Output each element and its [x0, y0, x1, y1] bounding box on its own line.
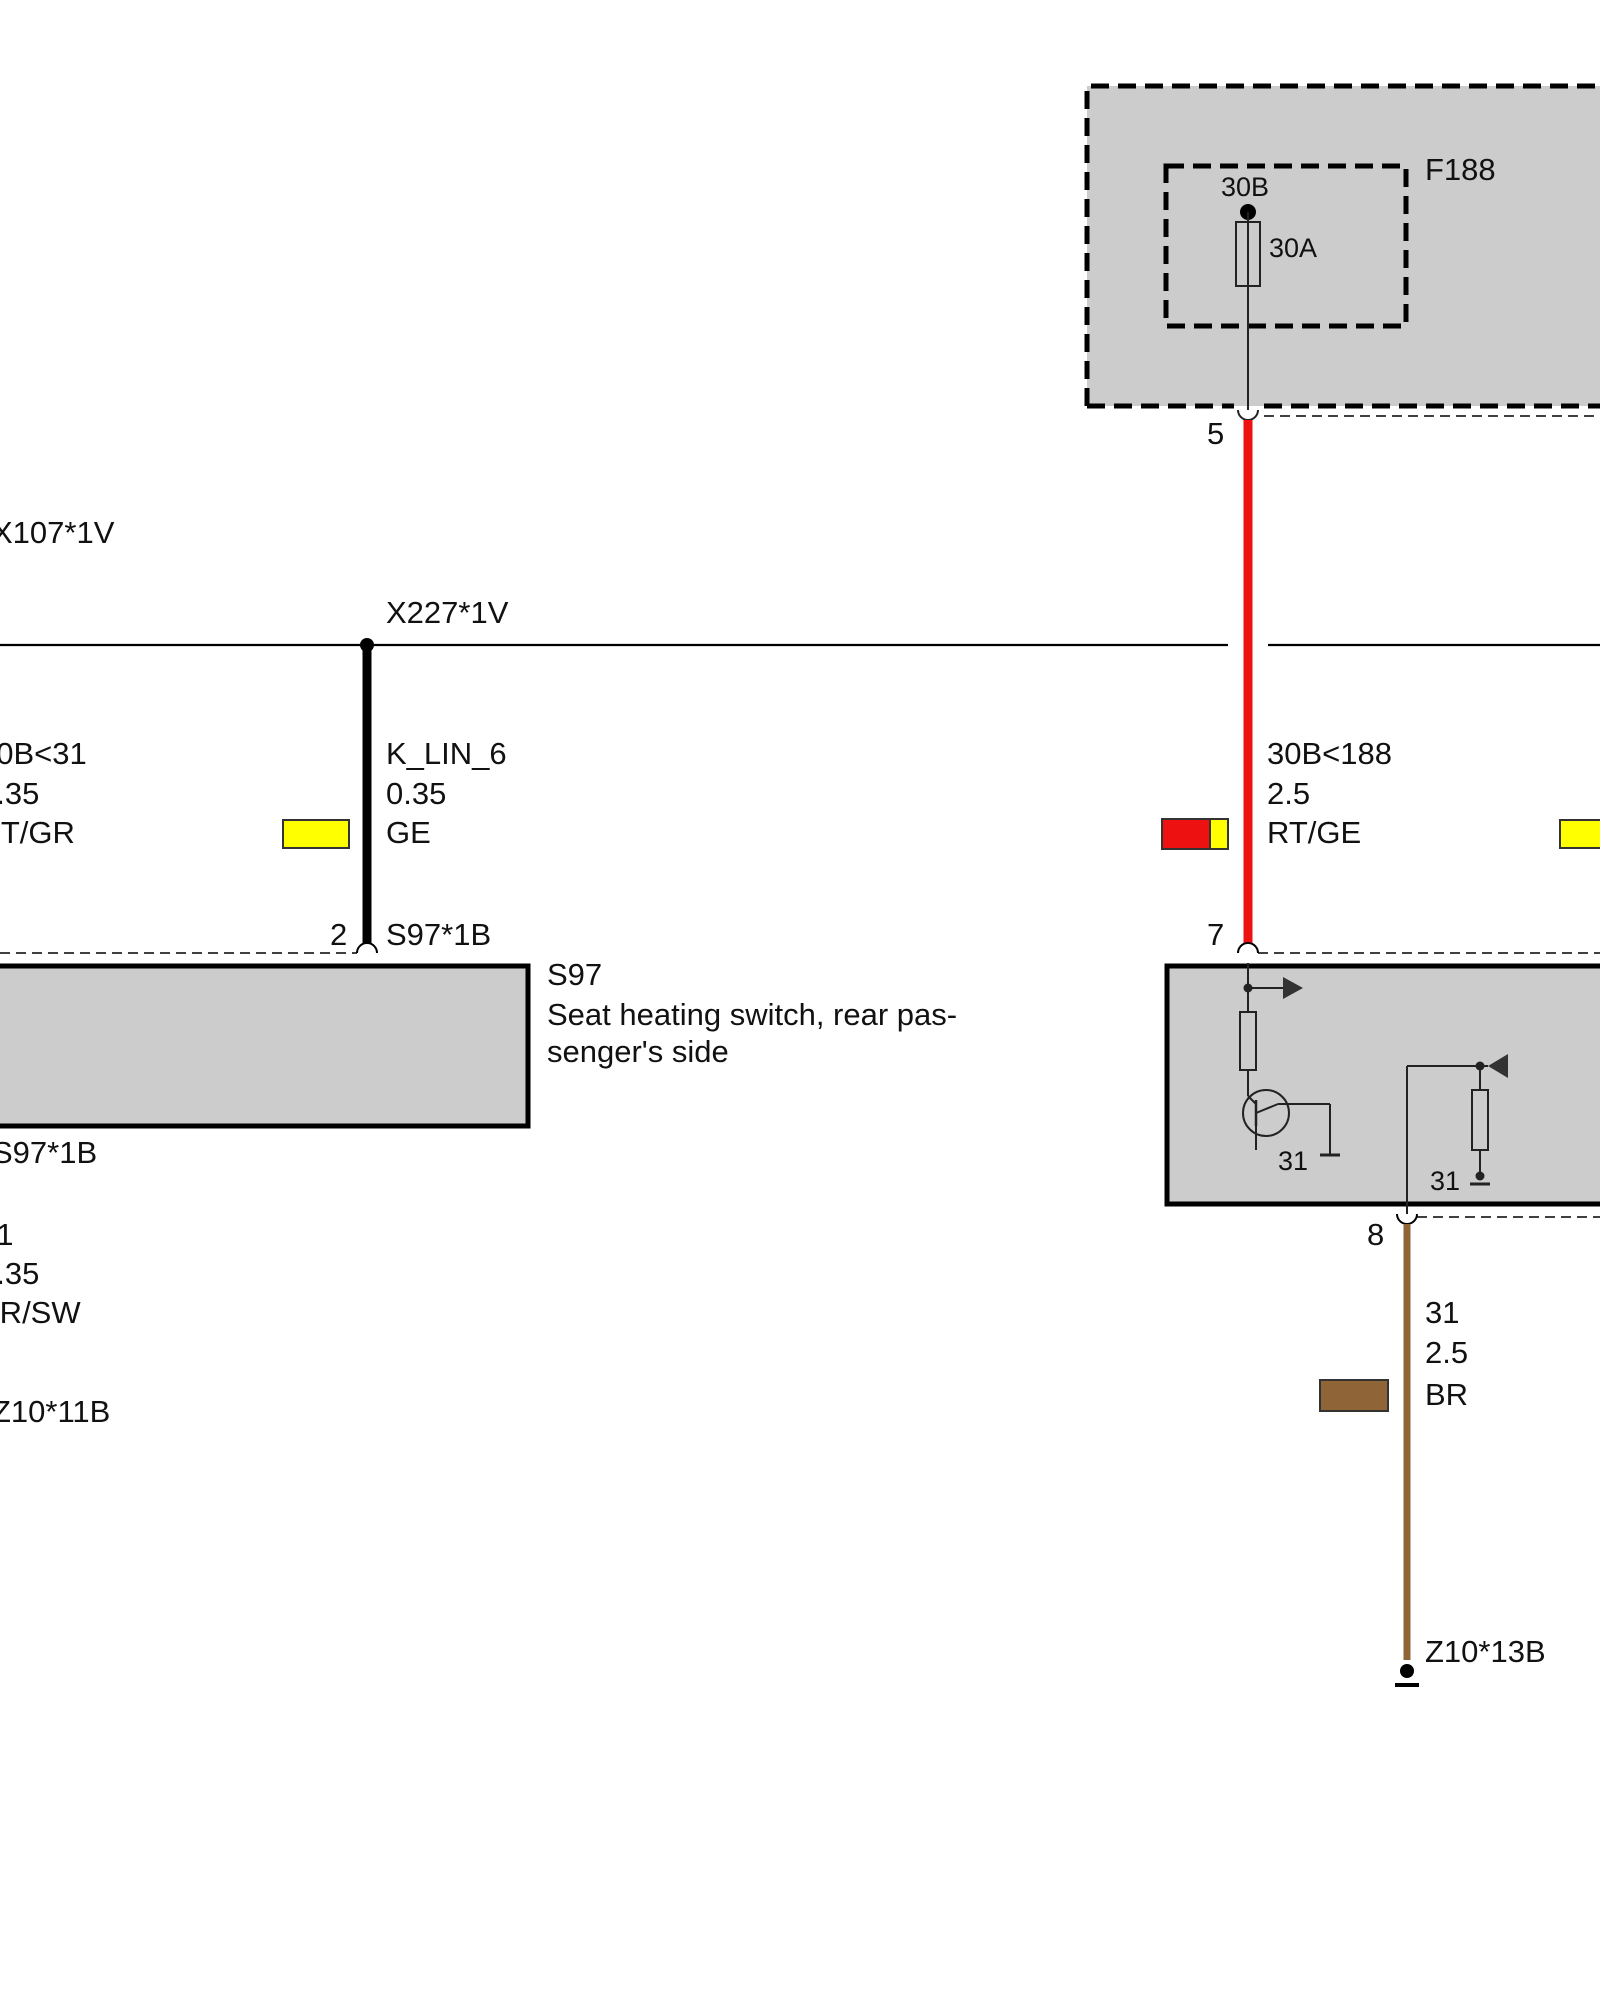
ground-label-z10-13b: Z10*13B [1425, 1634, 1546, 1669]
k-lin-signal-label: K_LIN_6 [386, 736, 507, 771]
yellow-color-swatch [282, 819, 350, 849]
transistor-collector [1247, 1095, 1257, 1105]
ground-label-31-a: 31 [1278, 1146, 1308, 1176]
red-wire-cross-section-label: 2.5 [1267, 776, 1310, 811]
pin2-socket [356, 942, 378, 954]
left-wire-color-label: RT/GR [0, 815, 75, 850]
fuse-module-background [1087, 86, 1600, 406]
fuse-terminal-label: 30B [1221, 172, 1269, 202]
right-yellow-swatch [1559, 819, 1600, 849]
pin7-socket [1237, 942, 1259, 954]
fuse-module-border [1084, 83, 1600, 406]
left-lower-signal-label: 31 [0, 1217, 13, 1252]
k-lin-color-label: GE [386, 815, 431, 850]
red-wire-color-label: RT/GE [1267, 815, 1361, 850]
ground-label-31-b: 31 [1430, 1166, 1460, 1196]
red-wire-signal-label: 30B<188 [1267, 736, 1392, 771]
fuse-module-id-label: F188 [1425, 152, 1496, 187]
s97-connector-left-label: S97*1B [0, 1135, 97, 1170]
red-yellow-stripe-swatch [1209, 818, 1229, 850]
wire-left-cropped: 30B<31 0.35 RT/GR S97*1B 31 0.35 BR/SW Z… [0, 736, 110, 1429]
transistor-emitter-lead [1255, 1103, 1279, 1114]
pin8-socket [1396, 1213, 1418, 1225]
s97-module-box [0, 963, 531, 1129]
brown-color-swatch [1319, 1379, 1389, 1412]
brown-wire-signal-label: 31 [1425, 1295, 1459, 1330]
ground-label-z10-11b: Z10*11B [0, 1394, 110, 1429]
wire-31-brown: 31 2.5 BR Z10*13B [1319, 1224, 1546, 1687]
brown-wire-color-label: BR [1425, 1377, 1468, 1412]
left-wire-cross-section-label: 0.35 [0, 776, 39, 811]
ground-point-dot [1400, 1664, 1414, 1678]
transistor-icon [1242, 1089, 1290, 1137]
s97-connector-label: S97*1B [386, 917, 491, 952]
s97-id-label: S97 [547, 957, 602, 992]
brown-wire-cross-section-label: 2.5 [1425, 1335, 1468, 1370]
wire-30b-188: 30B<188 2.5 RT/GE [1161, 420, 1600, 944]
fuse-module-f188: F188 30B 30A 5 [1084, 83, 1600, 451]
pin5-socket [1237, 409, 1259, 421]
fuse-rating-label: 30A [1269, 233, 1317, 263]
fuse-inner-box [1163, 163, 1409, 329]
output-arrow-icon [1283, 977, 1303, 999]
connector-label-x227: X227*1V [386, 595, 509, 630]
switch-s97: 2 S97*1B S97 Seat heating switch, rear p… [0, 917, 957, 1129]
left-wire-signal-label: 30B<31 [0, 736, 87, 771]
s97-description-line2: senger's side [547, 1034, 729, 1069]
ground-junction-dot-2 [1475, 1171, 1485, 1181]
pin2-label: 2 [330, 917, 347, 952]
left-lower-cross-section-label: 0.35 [0, 1256, 39, 1291]
pin5-label: 5 [1207, 416, 1224, 451]
bus-x227: X107*1V X227*1V [0, 515, 1600, 652]
control-module-right: 7 31 31 8 [1164, 917, 1600, 1252]
pin8-label: 8 [1367, 1217, 1384, 1252]
connector-label-x107: X107*1V [0, 515, 115, 550]
input-arrow-icon [1488, 1054, 1508, 1078]
red-color-swatch [1161, 818, 1211, 850]
left-lower-color-label: BR/SW [0, 1295, 81, 1330]
right-module-box [1164, 963, 1600, 1207]
pin7-label: 7 [1207, 917, 1224, 952]
wire-k-lin-6: K_LIN_6 0.35 GE [282, 645, 507, 944]
s97-description-line1: Seat heating switch, rear pas- [547, 997, 957, 1032]
k-lin-cross-section-label: 0.35 [386, 776, 446, 811]
